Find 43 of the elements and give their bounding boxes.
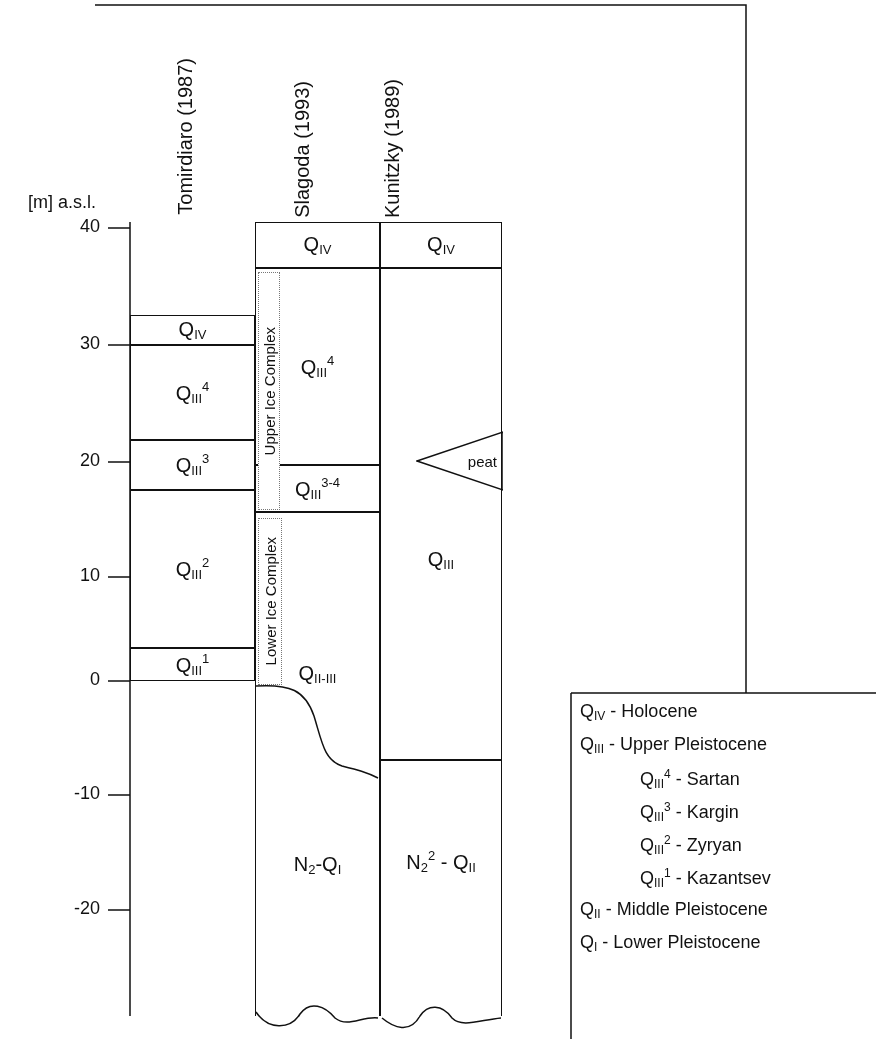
layer-box bbox=[130, 440, 255, 490]
layer-box bbox=[255, 465, 380, 512]
unit-label: N$_{2}$$^{2}$ - Q$_{II}$ bbox=[406, 849, 476, 875]
unit-label: Q$_{IV}$ bbox=[303, 233, 332, 257]
unit-label: N$_{2}$-Q$_{I}$ bbox=[293, 854, 342, 877]
axis-title: [m] a.s.l. bbox=[28, 193, 96, 213]
legend-entry: Q$_{III}$$^{1}$ - Kazantsev bbox=[640, 867, 771, 891]
tick-label: -20 bbox=[74, 899, 100, 919]
layer-box bbox=[130, 490, 255, 648]
legend-entry: Q$_{III}$$^{2}$ - Zyryan bbox=[640, 834, 742, 858]
tick-label: 20 bbox=[79, 451, 100, 471]
column-heading: Kunitzky (1989) bbox=[381, 79, 403, 218]
unit-label: Q$_{II-III}$ bbox=[298, 663, 337, 686]
tick-label: -10 bbox=[74, 784, 100, 804]
legend-entry: Q$_{IV}$ - Holocene bbox=[580, 702, 698, 724]
tick-label: 0 bbox=[90, 670, 100, 690]
layer-box bbox=[380, 760, 502, 1016]
complex-label: Lower Ice Complex bbox=[262, 537, 278, 666]
layer-box bbox=[130, 345, 255, 440]
layer-box bbox=[380, 268, 502, 760]
column-heading: Slagoda (1993) bbox=[291, 81, 313, 218]
unit-label: Q$_{IV}$ bbox=[178, 318, 207, 342]
layer-box bbox=[130, 648, 255, 681]
tick-label: 30 bbox=[79, 334, 100, 354]
layer-box bbox=[130, 315, 255, 345]
layer-box bbox=[380, 222, 502, 268]
tick-label: 10 bbox=[79, 566, 100, 586]
legend-entry: Q$_{III}$$^{4}$ - Sartan bbox=[640, 768, 740, 792]
ice-complex-box bbox=[258, 518, 282, 685]
peat-wedge bbox=[416, 431, 503, 491]
unit-label: Q$_{III}$ bbox=[427, 549, 455, 572]
legend-entry: Q$_{III}$ - Upper Pleistocene bbox=[580, 735, 768, 757]
complex-label: Upper Ice Complex bbox=[261, 326, 277, 456]
peat-label: peat bbox=[467, 453, 497, 469]
legend-entry: Q$_{I}$ - Lower Pleistocene bbox=[580, 933, 761, 955]
legend-entry: Q$_{III}$$^{3}$ - Kargin bbox=[640, 801, 739, 825]
tick-label: 40 bbox=[79, 217, 100, 237]
unit-label: Q$_{IV}$ bbox=[427, 233, 455, 257]
ice-complex-box bbox=[258, 272, 280, 510]
layer-box bbox=[255, 268, 380, 465]
layer-box bbox=[255, 222, 380, 268]
column-heading: Tomirdiaro (1987) bbox=[174, 58, 196, 215]
legend-entry: Q$_{II}$ - Middle Pleistocene bbox=[580, 900, 768, 922]
